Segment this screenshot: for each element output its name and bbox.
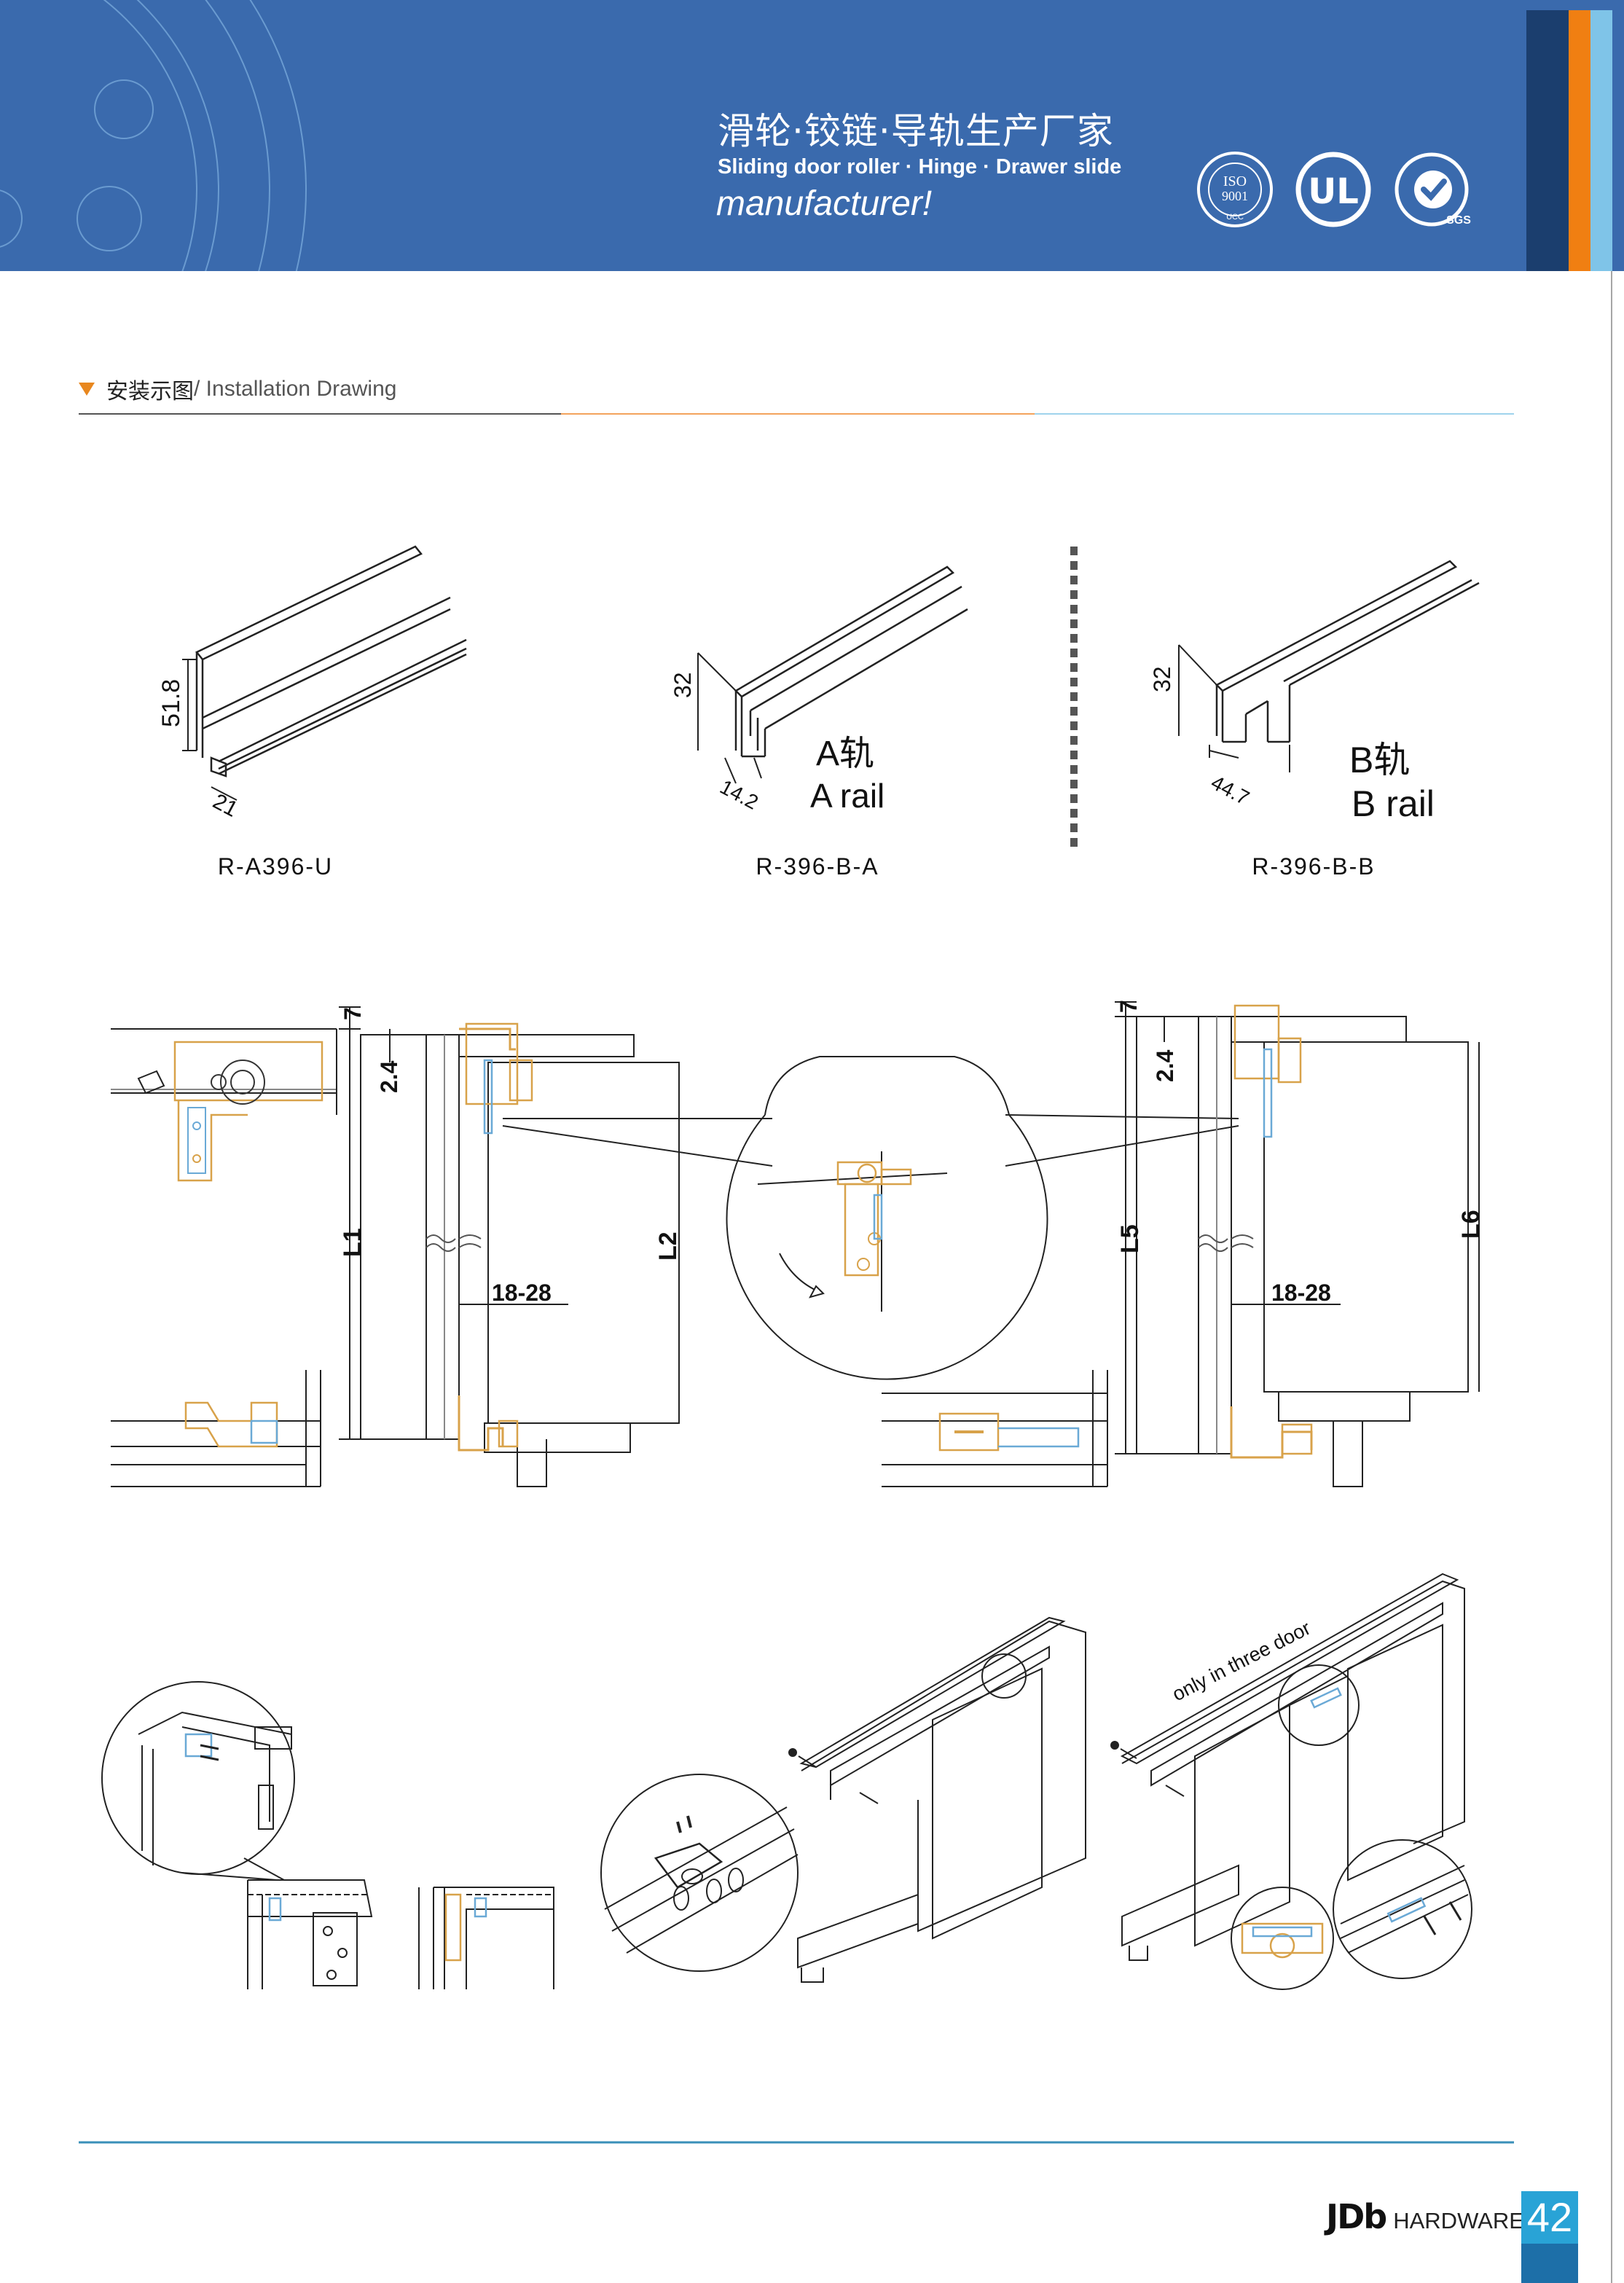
iso-seal-text-top: ISO xyxy=(1223,173,1247,189)
header-banner: 滑轮·铰链·导轨生产厂家 Sliding door roller · Hinge… xyxy=(0,0,1624,271)
page-tab xyxy=(1521,2244,1578,2283)
assembly-three-door xyxy=(1110,1573,1465,1961)
brand-text: HARDWARE xyxy=(1393,2208,1524,2233)
profile-2-dim-height: 32 xyxy=(670,672,696,698)
roller-zoom-circle xyxy=(600,1774,799,1972)
ul-mark-icon: UL xyxy=(1295,152,1371,227)
header-title-en: Sliding door roller · Hinge · Drawer sli… xyxy=(718,155,1122,179)
section-title-en: / Installation Drawing xyxy=(194,377,397,401)
section-view-right xyxy=(1115,1001,1480,1487)
right-dim-7: 7 xyxy=(1115,1000,1142,1013)
right-dim-2-4: 2.4 xyxy=(1152,1049,1178,1082)
zoom-detail-center xyxy=(502,1056,1239,1380)
header-title-cn: 滑轮·铰链·导轨生产厂家 xyxy=(718,110,1114,152)
profile-2-dim-width: 14.2 xyxy=(716,775,762,814)
corner-detail-circle xyxy=(101,1681,295,1881)
guide-detail-bottom-right xyxy=(882,1370,1108,1487)
section-title-cn: 安装示图 xyxy=(106,379,194,404)
profile-2-code: R-396-B-A xyxy=(756,853,879,880)
three-door-zoom-left xyxy=(1231,1887,1334,1990)
decorative-circles xyxy=(0,0,307,271)
profile-1-dim-width: 21 xyxy=(209,789,242,822)
corner-detail-section xyxy=(247,1879,554,1989)
three-door-note: only in three door xyxy=(1169,1617,1314,1705)
profile-3-label-cn: B轨 xyxy=(1349,740,1410,780)
footer-brand: JDb HARDWARE xyxy=(1326,2197,1524,2236)
header-stripe-dark xyxy=(1526,10,1569,271)
brand-logo: JDb xyxy=(1326,2197,1387,2236)
section-marker-icon xyxy=(79,383,95,396)
iso-seal-text-mid: 9001 xyxy=(1222,189,1248,203)
left-dim-l2: L2 xyxy=(654,1231,682,1261)
assembly-two-door xyxy=(788,1616,1086,1983)
left-dim-l1: L1 xyxy=(339,1228,366,1257)
profile-2-label-cn: A轨 xyxy=(816,735,874,773)
profile-3-label-en: B rail xyxy=(1352,783,1435,824)
iso-seal-text-bottom: UCC xyxy=(1226,213,1244,222)
three-door-zoom-right xyxy=(1333,1839,1472,1979)
profile-3-code: R-396-B-B xyxy=(1252,853,1375,880)
profile-2-label-en: A rail xyxy=(810,777,884,815)
profile-3-dim-width: 44.7 xyxy=(1207,771,1253,810)
iso-9001-seal-icon: ISO 9001 UCC xyxy=(1197,152,1273,227)
section-view-left xyxy=(339,1006,680,1487)
profile-1-dim-height: 51.8 xyxy=(157,679,185,727)
header-stripe-light xyxy=(1590,10,1612,271)
profile-r-396-b-b xyxy=(1178,560,1480,772)
right-dim-gap: 18-28 xyxy=(1271,1280,1331,1306)
guide-detail-bottom-left xyxy=(111,1370,321,1487)
sgs-check-icon: SGS xyxy=(1394,152,1471,227)
right-dim-l5: L5 xyxy=(1116,1224,1144,1253)
roller-detail-top-left xyxy=(111,1028,337,1182)
section-title: 安装示图 / Installation Drawing xyxy=(79,373,396,405)
page-number: 42 xyxy=(1521,2191,1578,2244)
profile-1-code: R-A396-U xyxy=(218,853,333,880)
ul-mark-text: UL xyxy=(1308,171,1359,212)
sgs-text: SGS xyxy=(1446,214,1471,227)
profile-r-396-b-a xyxy=(697,565,968,784)
profile-r-a396-u xyxy=(182,545,467,801)
right-dim-l6: L6 xyxy=(1457,1210,1485,1239)
left-dim-7: 7 xyxy=(340,1007,366,1020)
left-dim-2-4: 2.4 xyxy=(376,1060,402,1093)
profile-3-dim-height: 32 xyxy=(1149,666,1175,692)
header-stripe-orange xyxy=(1569,10,1590,271)
left-dim-gap: 18-28 xyxy=(492,1280,552,1306)
header-subtitle-en: manufacturer! xyxy=(716,184,933,223)
